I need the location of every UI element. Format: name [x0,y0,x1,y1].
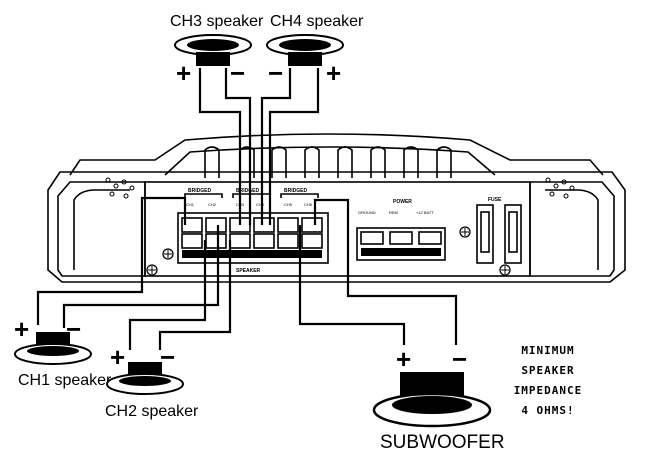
channel-label-1: CH1 [186,202,195,207]
ch2-minus-sign: − [160,342,175,372]
bridged-label-3: BRIDGED [284,188,307,194]
channel-label-2: CH2 [208,202,217,207]
wire-ch3-plus [198,68,242,225]
speaker-ch1: + − CH1 speaker [14,314,112,389]
ch2-label: CH2 speaker [105,403,199,420]
channel-label-5: CH5 [284,202,293,207]
sub-minus-sign: − [452,344,467,374]
wire-ch1-minus [62,225,220,328]
bridged-label-2: BRIDGED [236,188,259,194]
ground-label: GROUND [358,210,376,215]
speaker-ch4: CH4 speaker − + [266,13,364,88]
wire-ch1-plus [36,196,187,325]
bridged-brackets [184,193,319,198]
wire-ch2-minus [158,240,232,350]
wire-ch2-plus [128,240,207,350]
wire-sub-minus [313,198,458,345]
ch3-minus-sign: − [230,58,245,88]
amplifier [47,133,626,283]
wire-sub-plus [298,225,406,345]
battery-label: +12 BATT [416,210,434,215]
notice-line-1: MINIMUM [521,344,574,357]
ch2-plus-sign: + [110,342,125,372]
notice-line-3: IMPEDANCE [514,384,583,397]
amp-labels: BRIDGED BRIDGED BRIDGED CH1 CH2 CH3 CH4 … [186,188,502,274]
sub-plus-sign: + [396,344,411,374]
ch1-plus-sign: + [14,314,29,344]
decorative-dots-right [545,177,575,199]
speaker-ch3: CH3 speaker + − [170,13,264,88]
ch4-minus-sign: − [268,58,283,88]
notice-line-2: SPEAKER [521,364,574,377]
impedance-notice: MINIMUM SPEAKER IMPEDANCE 4 OHMS! [514,344,583,417]
speaker-terminal-block [177,212,329,264]
channel-label-6: CH6 [304,202,313,207]
heatsink-fins [204,146,452,178]
bridged-label-1: BRIDGED [188,188,211,194]
notice-line-4: 4 OHMS! [521,404,574,417]
speaker-wires [36,68,458,350]
decorative-dots-left [105,177,135,199]
speaker-ch2: + − CH2 speaker [105,342,199,420]
ch4-label: CH4 speaker [270,13,364,30]
ch4-plus-sign: + [326,58,341,88]
wire-ch4-plus [268,68,320,225]
ch1-label: CH1 speaker [18,372,112,389]
fuse-holders [476,204,522,264]
power-label: POWER [393,199,412,205]
remote-label: REM [389,210,398,215]
ch3-label: CH3 speaker [170,13,264,30]
ch3-plus-sign: + [176,58,191,88]
fuse-label: FUSE [488,197,502,203]
power-terminal-block [356,227,446,261]
speaker-subwoofer: + − SUBWOOFER [372,344,505,453]
mounting-screws [146,226,511,276]
wire-ch4-minus [260,68,292,225]
channel-label-3: CH3 [236,202,245,207]
subwoofer-label: SUBWOOFER [380,432,505,453]
wire-ch3-minus [224,68,252,225]
channel-label-4: CH4 [256,202,265,207]
speaker-terminal-label: SPEAKER [236,268,261,274]
